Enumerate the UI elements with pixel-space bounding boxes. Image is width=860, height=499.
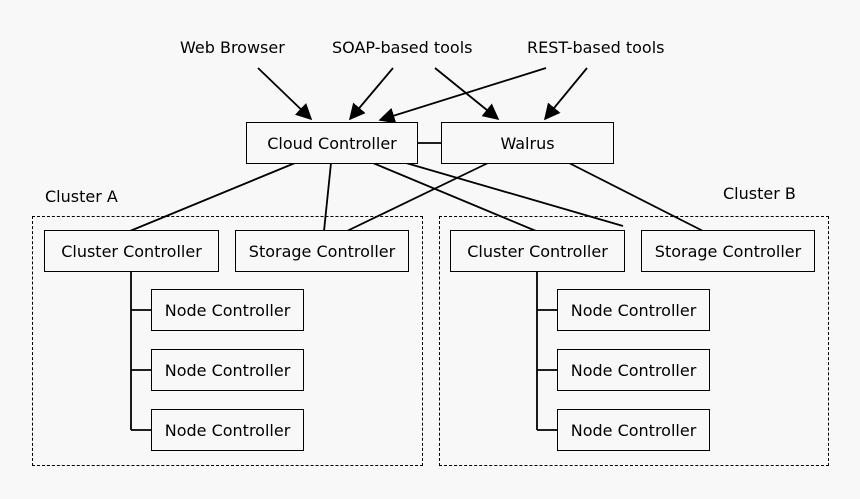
link-cloud-to-sc-b [405,162,624,227]
link-cloud-to-cc-b [372,162,537,232]
rest-tools-label: REST-based tools [527,38,665,57]
cluster-b-storage-controller-box: Storage Controller [641,230,815,272]
cluster-a-node-controller-3: Node Controller [151,409,304,451]
arrow-rest-to-walrus [543,67,588,121]
cluster-b-node-controller-1: Node Controller [557,289,710,331]
cloud-controller-box: Cloud Controller [246,122,418,164]
arrow-browser-to-cloud [257,67,313,121]
cluster-b-label: Cluster B [723,184,796,203]
cluster-b-node-controller-3: Node Controller [557,409,710,451]
soap-tools-label: SOAP-based tools [332,38,473,57]
walrus-box: Walrus [441,122,614,164]
cluster-a-storage-controller-box: Storage Controller [235,230,409,272]
cluster-b-node-controller-2: Node Controller [557,349,710,391]
link-cloud-to-sc-a [323,162,332,232]
cluster-b-region [439,216,829,466]
cluster-a-cluster-controller-box: Cluster Controller [44,230,219,272]
cluster-a-node-controller-1: Node Controller [151,289,304,331]
link-cloud-to-cc-a [129,162,296,232]
cluster-a-label: Cluster A [45,187,118,206]
cluster-a-node-controller-2: Node Controller [151,349,304,391]
link-walrus-to-sc-a [346,162,489,232]
link-walrus-to-sc-b [568,162,704,232]
cluster-a-region [32,216,423,466]
arrow-soap-to-cloud [348,67,394,121]
web-browser-label: Web Browser [180,38,285,57]
arrow-rest-to-cloud [378,67,547,124]
cluster-b-cluster-controller-box: Cluster Controller [450,230,625,272]
